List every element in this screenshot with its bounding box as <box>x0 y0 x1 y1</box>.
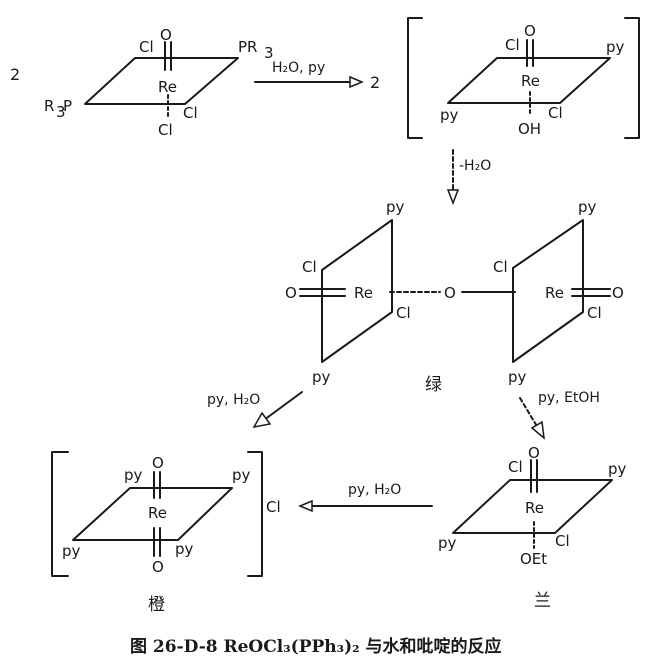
dioxo-plane <box>72 487 233 541</box>
hydroxo-intermediate: O Cl py Re py Cl OH <box>407 17 640 139</box>
oxo-label: O <box>152 454 164 472</box>
py-label: py <box>312 368 331 386</box>
arrow-shaft <box>519 397 539 429</box>
py-label: py <box>124 466 143 484</box>
re-label: Re <box>525 499 544 517</box>
py-label: py <box>578 198 597 216</box>
compound-name-blue: 兰 <box>534 591 551 611</box>
arrowhead <box>298 499 313 513</box>
reactant-plane <box>84 57 239 105</box>
arrow-step-3-right: py, EtOH <box>519 390 600 440</box>
oxo-label: O <box>152 558 164 576</box>
re-label: Re <box>521 72 540 90</box>
cl-label: Cl <box>508 458 523 476</box>
py-label: py <box>608 460 627 478</box>
left-bracket <box>51 451 69 577</box>
condition-minus-h2o: -H₂O <box>459 158 491 174</box>
blue-ethoxy-complex: O Cl py Re py Cl OEt 兰 <box>438 444 627 611</box>
oxo-label: O <box>285 284 297 302</box>
cl-label: Cl <box>183 104 198 122</box>
condition-py-h2o: py, H₂O <box>348 482 401 498</box>
arrow-step-3-left: py, H₂O <box>207 391 303 429</box>
compound-name-green: 绿 <box>425 375 442 395</box>
cl-label: Cl <box>493 258 508 276</box>
cl-label: Cl <box>505 36 520 54</box>
cl-label: Cl <box>139 38 154 56</box>
re-label: Re <box>148 504 167 522</box>
green-oxo-bridged-dimer: O Cl Re py Cl py O O Cl Re py Cl py 绿 <box>285 198 624 395</box>
orange-dioxo-complex: O py py Re py py O Cl 橙 <box>51 451 281 615</box>
py-label: py <box>606 38 625 56</box>
coefficient-2: 2 <box>370 73 380 92</box>
right-unit-plane <box>512 219 584 363</box>
cl-label: Cl <box>158 121 173 139</box>
py-label: py <box>438 534 457 552</box>
oet-label: OEt <box>520 550 547 568</box>
py-label: py <box>508 368 527 386</box>
r3p-label: R <box>44 97 54 115</box>
cl-label: Cl <box>548 104 563 122</box>
arrowhead <box>446 189 460 206</box>
py-label: py <box>386 198 405 216</box>
arrow-step-1: H₂O, py 2 <box>254 60 380 92</box>
oxo-label: O <box>528 444 540 462</box>
py-label: py <box>62 542 81 560</box>
figure-caption: 图 26-D-8 ReOCl₃(PPh₃)₂ 与水和吡啶的反应 <box>130 636 502 657</box>
cl-label: Cl <box>587 304 602 322</box>
condition-h2o-py: H₂O, py <box>272 60 325 76</box>
re-label: Re <box>354 284 373 302</box>
arrowhead <box>530 420 545 440</box>
left-bracket <box>407 17 423 139</box>
arrowhead <box>252 411 272 429</box>
condition-py-h2o: py, H₂O <box>207 392 260 408</box>
right-bracket <box>624 17 640 139</box>
compound-name-orange: 橙 <box>148 595 165 615</box>
arrowhead <box>349 75 364 89</box>
oh-label: OH <box>518 120 541 138</box>
pr3-subscript: 3 <box>264 44 274 62</box>
coefficient-2: 2 <box>10 65 20 84</box>
pr3-label: PR <box>238 38 257 56</box>
counter-ion-cl: Cl <box>266 498 281 516</box>
bridging-oxo-label: O <box>444 284 456 302</box>
oxo-label: O <box>612 284 624 302</box>
py-label: py <box>175 540 194 558</box>
re-label: Re <box>158 78 177 96</box>
py-label: py <box>232 466 251 484</box>
r3p-subscript: 3 <box>56 103 66 121</box>
condition-py-etoh: py, EtOH <box>538 390 600 406</box>
py-label: py <box>440 106 459 124</box>
cl-label: Cl <box>555 532 570 550</box>
oxo-label: O <box>524 22 536 40</box>
intermediate-plane <box>447 57 611 104</box>
right-bracket <box>247 451 263 577</box>
arrow-step-4: py, H₂O <box>298 482 433 513</box>
r3p-tail-label: P <box>63 97 72 115</box>
cl-label: Cl <box>302 258 317 276</box>
arrow-shaft <box>263 391 303 421</box>
reactant-complex: 2 O Cl PR 3 Re R 3 P Cl Cl <box>10 26 274 139</box>
ethoxy-plane <box>452 479 613 534</box>
oxo-label: O <box>160 26 172 44</box>
re-label: Re <box>545 284 564 302</box>
cl-label: Cl <box>396 304 411 322</box>
left-unit-plane <box>321 219 393 363</box>
arrow-step-2: -H₂O <box>446 149 491 206</box>
